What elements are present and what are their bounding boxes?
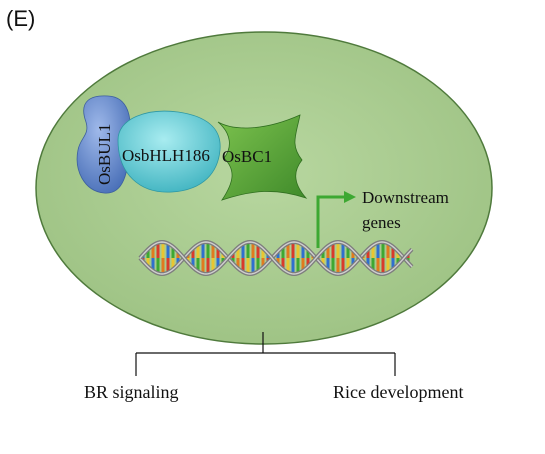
downstream-label-line1: Downstream [362, 188, 449, 207]
osbul1-label: OsBUL1 [95, 124, 114, 185]
downstream-label-line2: genes [362, 213, 401, 232]
osbul1-protein: OsBUL1 [76, 95, 131, 194]
osbhlh186-label: OsbHLH186 [122, 146, 210, 165]
output-connector [135, 332, 396, 376]
dna-strand-b-highlight [139, 241, 413, 275]
panel-label: (E) [6, 6, 35, 31]
osbc1-label: OsBC1 [222, 147, 272, 166]
osbc1-protein: OsBC1 [217, 114, 308, 201]
osbhlh186-protein: OsbHLH186 [117, 110, 221, 193]
output-br-signaling: BR signaling [84, 382, 179, 402]
dna-strand-a-highlight [139, 241, 413, 275]
output-rice-development: Rice development [333, 382, 463, 402]
dna-helix [138, 239, 414, 277]
downstream-arrow [316, 191, 356, 248]
